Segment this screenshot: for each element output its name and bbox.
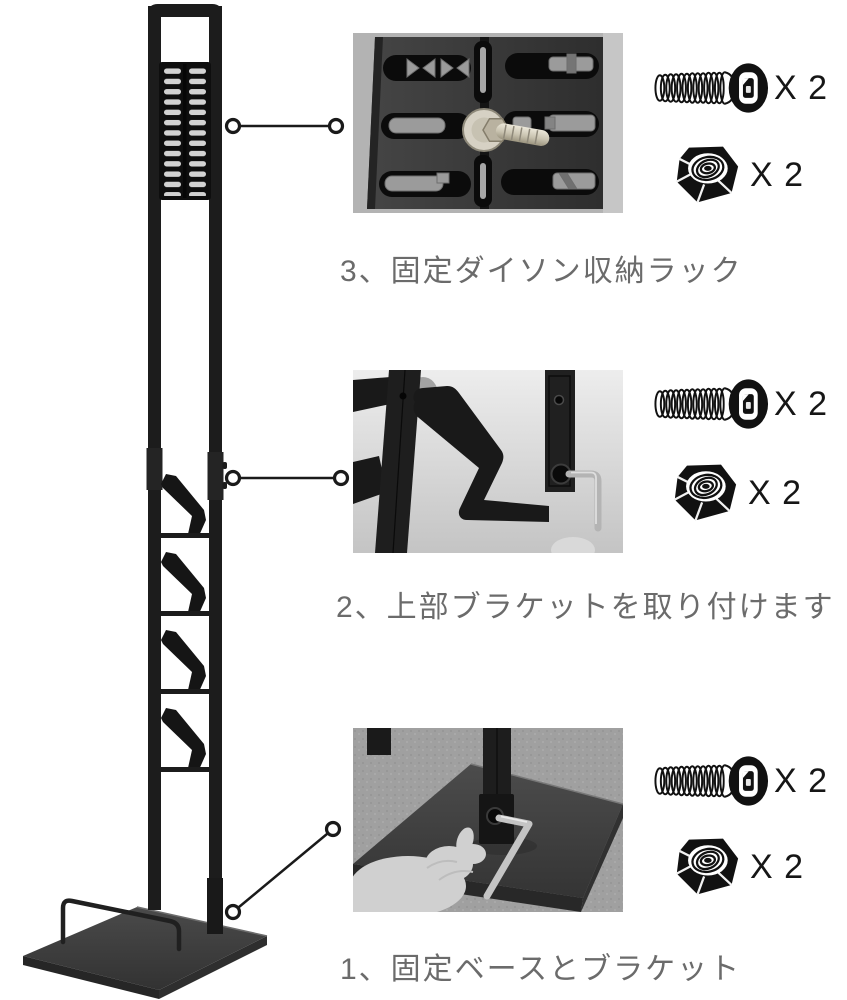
step1-detail-photo (353, 728, 623, 912)
step3-nut-row: X 2 (672, 142, 804, 208)
base-wire-handle (60, 898, 182, 952)
nut-icon (672, 142, 740, 208)
step2-nut-row: X 2 (670, 460, 802, 526)
screw-count-label: X 2 (774, 384, 829, 423)
step1-screw-row: X 2 (652, 755, 828, 807)
callout-step1 (224, 820, 342, 921)
hand (353, 827, 486, 912)
stand-hooks (149, 474, 222, 772)
stand-dock-panel (159, 62, 211, 200)
screw-icon (652, 62, 770, 114)
screw-count-label: X 2 (774, 68, 829, 107)
callout-step2 (224, 469, 350, 487)
stand-frame (146, 4, 227, 934)
nut-icon (670, 460, 738, 526)
stand-base (23, 906, 268, 999)
screw-icon (652, 755, 770, 807)
callout-step3 (224, 117, 345, 135)
step3-caption: 3、固定ダイソン収納ラック (340, 255, 743, 288)
screw-icon (652, 378, 770, 430)
callout-lines (224, 117, 350, 921)
step3-screw-row: X 2 (652, 62, 828, 114)
step3-detail-photo (353, 33, 623, 213)
step2-detail-photo (353, 370, 623, 553)
nut-count-label: X 2 (748, 473, 803, 512)
step2-caption: 2、上部ブラケットを取り付けます (336, 591, 835, 624)
nut-count-label: X 2 (750, 847, 805, 886)
step1-nut-row: X 2 (672, 834, 804, 900)
nut-count-label: X 2 (750, 155, 805, 194)
nut-icon (672, 834, 740, 900)
screw-count-label: X 2 (774, 761, 829, 800)
step1-caption: 1、固定ベースとブラケット (340, 953, 742, 986)
step2-screw-row: X 2 (652, 378, 828, 430)
